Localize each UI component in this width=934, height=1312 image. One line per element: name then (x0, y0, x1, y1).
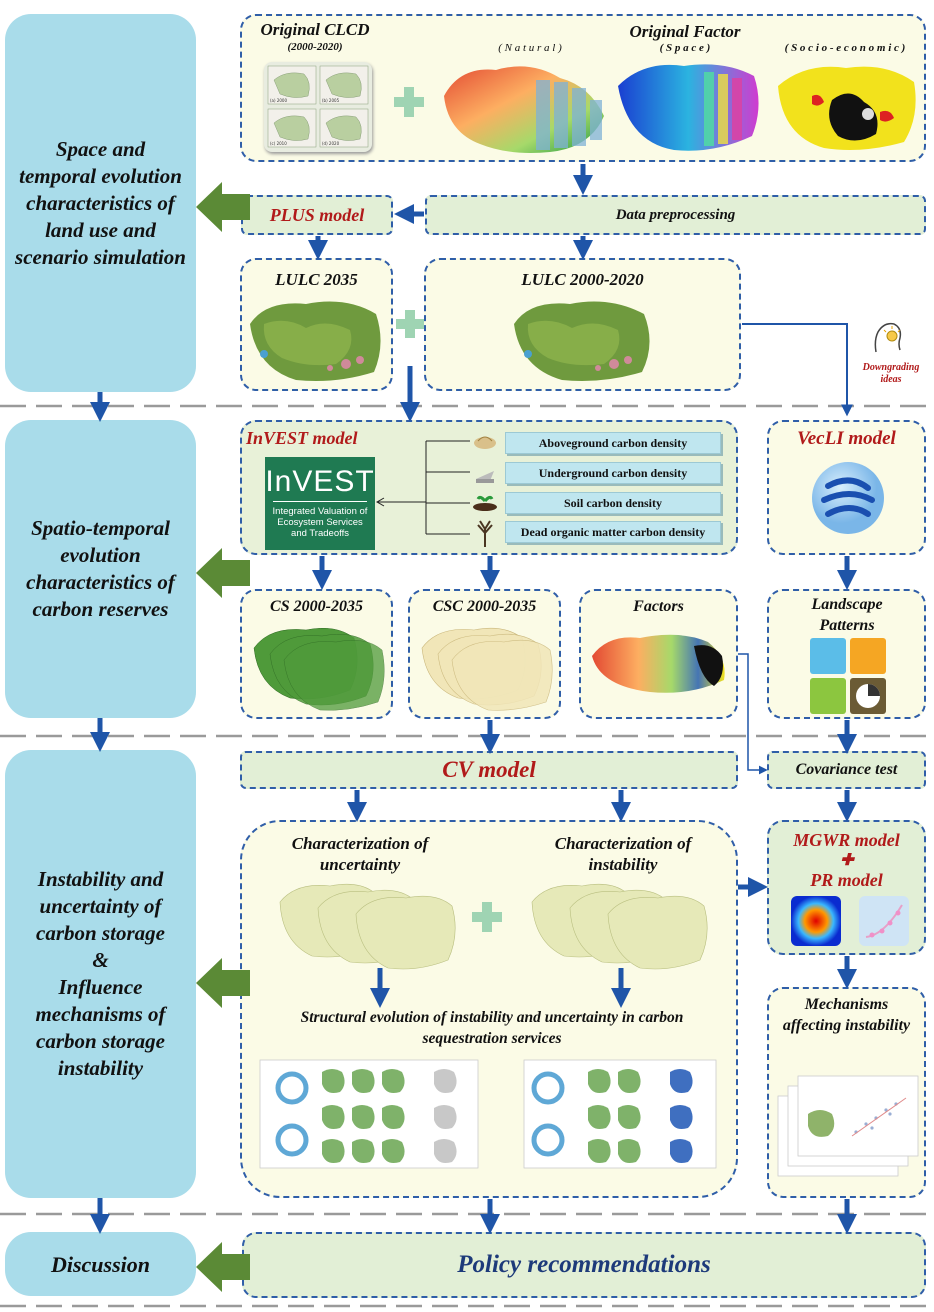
plus-sign-characterization (472, 902, 502, 932)
uncertainty-title: Characterization of uncertainty (291, 834, 429, 874)
lulc-2000-2020-map (514, 301, 650, 381)
pool-underground: Underground carbon density (505, 462, 721, 484)
dead-organic-matter-icon (477, 520, 493, 547)
pr-regression-icon (859, 896, 909, 946)
csc-title: CSC 2000-2035 (432, 598, 537, 615)
side-label-instability-part2: Influence mechanisms of carbon storage i… (35, 975, 166, 1080)
covariance-test-label: Covariance test (795, 761, 898, 778)
soil-icon (473, 495, 497, 511)
covariance-test-box: Covariance test (767, 751, 926, 789)
plus-sign-lulc (396, 310, 424, 338)
pool-aboveground: Aboveground carbon density (505, 432, 721, 454)
factors-title: Factors (633, 598, 684, 615)
plus-symbol-small: ✚ (840, 852, 854, 869)
underground-icon (476, 471, 494, 483)
socio-economic-label: ( S o c i o - e c o n o m i c ) (784, 42, 906, 54)
head-lightbulb-icon (874, 322, 902, 353)
pool-soil: Soil carbon density (505, 492, 721, 514)
cs-maps (253, 628, 385, 711)
clcd-tile-label-c: (c) 2010 (270, 141, 287, 146)
veclI-model-label: VecLI model (797, 428, 896, 449)
clcd-map-grid: (a) 2000 (b) 2005 (c) 2010 (d) 2020 (264, 62, 372, 152)
plus-model-label: PLUS model (269, 204, 365, 225)
cs-title: CS 2000-2035 (270, 598, 363, 615)
data-preprocessing-label: Data preprocessing (615, 206, 736, 223)
side-label-instability: Instability and uncertainty of carbon st… (5, 750, 196, 1198)
result-panels (259, 1059, 717, 1169)
space-label: ( S p a c e ) (659, 42, 711, 54)
uncertainty-maps (279, 883, 456, 970)
pr-model-label: PR model (810, 870, 883, 890)
landscape-pattern-icon (810, 638, 886, 714)
policy-recommendations-box: Policy recommendations (242, 1232, 926, 1298)
socio-economic-map (778, 66, 916, 150)
space-factor-map (618, 64, 759, 151)
lulc-2000-2020-title: LULC 2000-2020 (521, 270, 644, 289)
landscape-patterns-box (767, 589, 926, 719)
side-label-ampersand: & (92, 948, 109, 972)
instability-maps (531, 883, 708, 970)
invest-model-label: InVEST model (246, 428, 358, 448)
landscape-patterns-title: Landscape Patterns (811, 596, 883, 634)
aboveground-icon (474, 436, 496, 449)
factor-title: Original Factor (629, 22, 741, 41)
mechanisms-charts (777, 1075, 919, 1177)
side-label-discussion: Discussion (5, 1232, 196, 1296)
natural-label: ( N a t u r a l ) (498, 42, 562, 54)
cv-model-label: CV model (442, 757, 536, 782)
downgrading-ideas-label: Downgrading ideas (862, 362, 920, 385)
veclI-logo-icon (812, 462, 884, 534)
mgwr-heatmap-icon (791, 896, 841, 946)
clcd-years: (2000-2020) (287, 41, 343, 53)
invest-logo-subtitle: Integrated Valuation of Ecosystem Servic… (272, 506, 368, 539)
mechanisms-title: Mechanisms affecting instability (782, 996, 911, 1034)
side-label-carbon-reserves: Spatio-temporal evolution characteristic… (5, 420, 196, 718)
invest-logo: InVEST Integrated Valuation of Ecosystem… (265, 457, 375, 550)
lulc-2035-map (250, 301, 381, 381)
factors-maps (592, 634, 725, 693)
clcd-tile-label-d: (d) 2020 (322, 141, 340, 146)
data-preprocessing-box: Data preprocessing (425, 195, 926, 235)
structural-evolution-title: Structural evolution of instability and … (300, 1009, 684, 1047)
pool-dead-organic: Dead organic matter carbon density (505, 521, 721, 543)
invest-logo-title: InVEST (265, 465, 375, 498)
clcd-tile-label-a: (a) 2000 (270, 98, 287, 103)
plus-model-box: PLUS model (241, 195, 393, 235)
mgwr-model-label: MGWR model (793, 830, 900, 850)
natural-factor-maps (444, 66, 604, 153)
csc-maps (421, 627, 553, 711)
side-label-land-use: Space and temporal evolution characteris… (5, 14, 196, 392)
policy-recommendations-label: Policy recommendations (457, 1251, 711, 1278)
carbon-pool-icons (473, 436, 497, 547)
lulc-2035-title: LULC 2035 (275, 270, 358, 289)
clcd-title: Original CLCD (260, 20, 370, 39)
cv-model-box: CV model (240, 751, 738, 789)
side-label-instability-part1: Instability and uncertainty of carbon st… (36, 867, 165, 945)
plus-sign-top (394, 87, 424, 117)
clcd-tile-label-b: (b) 2005 (322, 98, 340, 103)
instability-title: Characterization of instability (554, 834, 692, 874)
